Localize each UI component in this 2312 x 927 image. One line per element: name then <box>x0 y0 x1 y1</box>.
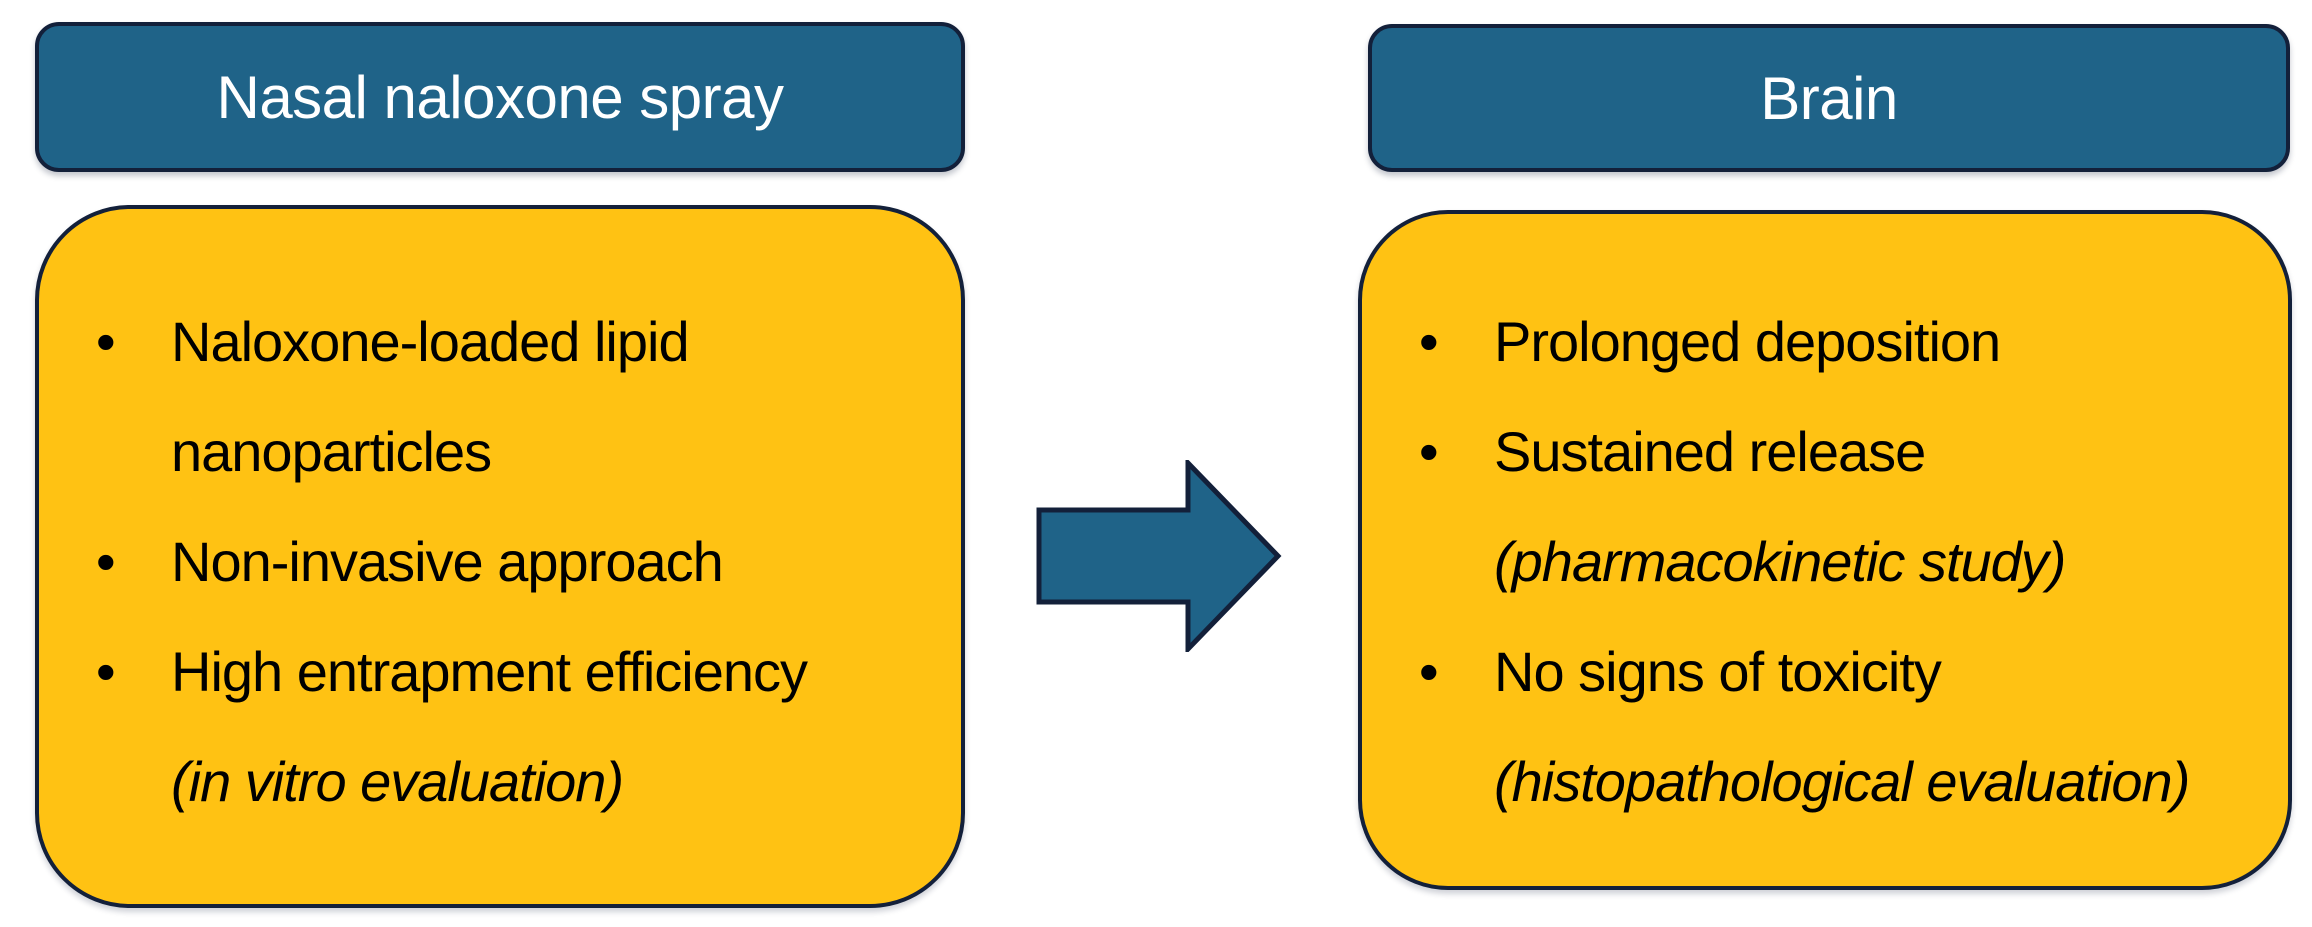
left-header-title: Nasal naloxone spray <box>216 63 784 131</box>
list-item-text: (pharmacokinetic study) <box>1494 529 2066 593</box>
list-item-continuation: (in vitro evaluation) <box>39 726 961 836</box>
bullet-icon: • <box>96 529 116 593</box>
list-item-continuation: (pharmacokinetic study) <box>1362 506 2288 616</box>
bullet-icon: • <box>1419 309 1439 373</box>
list-item-text: Sustained release <box>1494 419 1926 483</box>
list-item-continuation: nanoparticles <box>39 396 961 506</box>
bullet-icon: • <box>96 639 116 703</box>
list-item: • High entrapment efficiency <box>39 616 961 726</box>
list-item-text: Naloxone-loaded lipid <box>171 309 690 373</box>
left-body-box: • Naloxone-loaded lipid nanoparticles • … <box>35 205 965 908</box>
list-item: • Non-invasive approach <box>39 506 961 616</box>
bullet-icon: • <box>96 309 116 373</box>
list-item: • Sustained release <box>1362 396 2288 506</box>
right-header-box: Brain <box>1368 24 2290 172</box>
list-item: • Prolonged deposition <box>1362 286 2288 396</box>
right-body-box: • Prolonged deposition • Sustained relea… <box>1358 210 2292 890</box>
list-item-text: High entrapment efficiency <box>171 639 808 703</box>
list-item-text: (histopathological evaluation) <box>1494 749 2190 813</box>
bullet-icon: • <box>1419 419 1439 483</box>
list-item-text: No signs of toxicity <box>1494 639 1942 703</box>
list-item-text: (in vitro evaluation) <box>171 749 624 813</box>
list-item: • Naloxone-loaded lipid <box>39 286 961 396</box>
right-arrow-icon <box>1036 460 1282 652</box>
right-header-title: Brain <box>1760 64 1898 132</box>
list-item: • No signs of toxicity <box>1362 616 2288 726</box>
list-item-text: Non-invasive approach <box>171 529 724 593</box>
bullet-icon: • <box>1419 639 1439 703</box>
list-item-continuation: (histopathological evaluation) <box>1362 726 2288 836</box>
list-item-text: nanoparticles <box>171 419 492 483</box>
list-item-text: Prolonged deposition <box>1494 309 2001 373</box>
left-header-box: Nasal naloxone spray <box>35 22 965 172</box>
